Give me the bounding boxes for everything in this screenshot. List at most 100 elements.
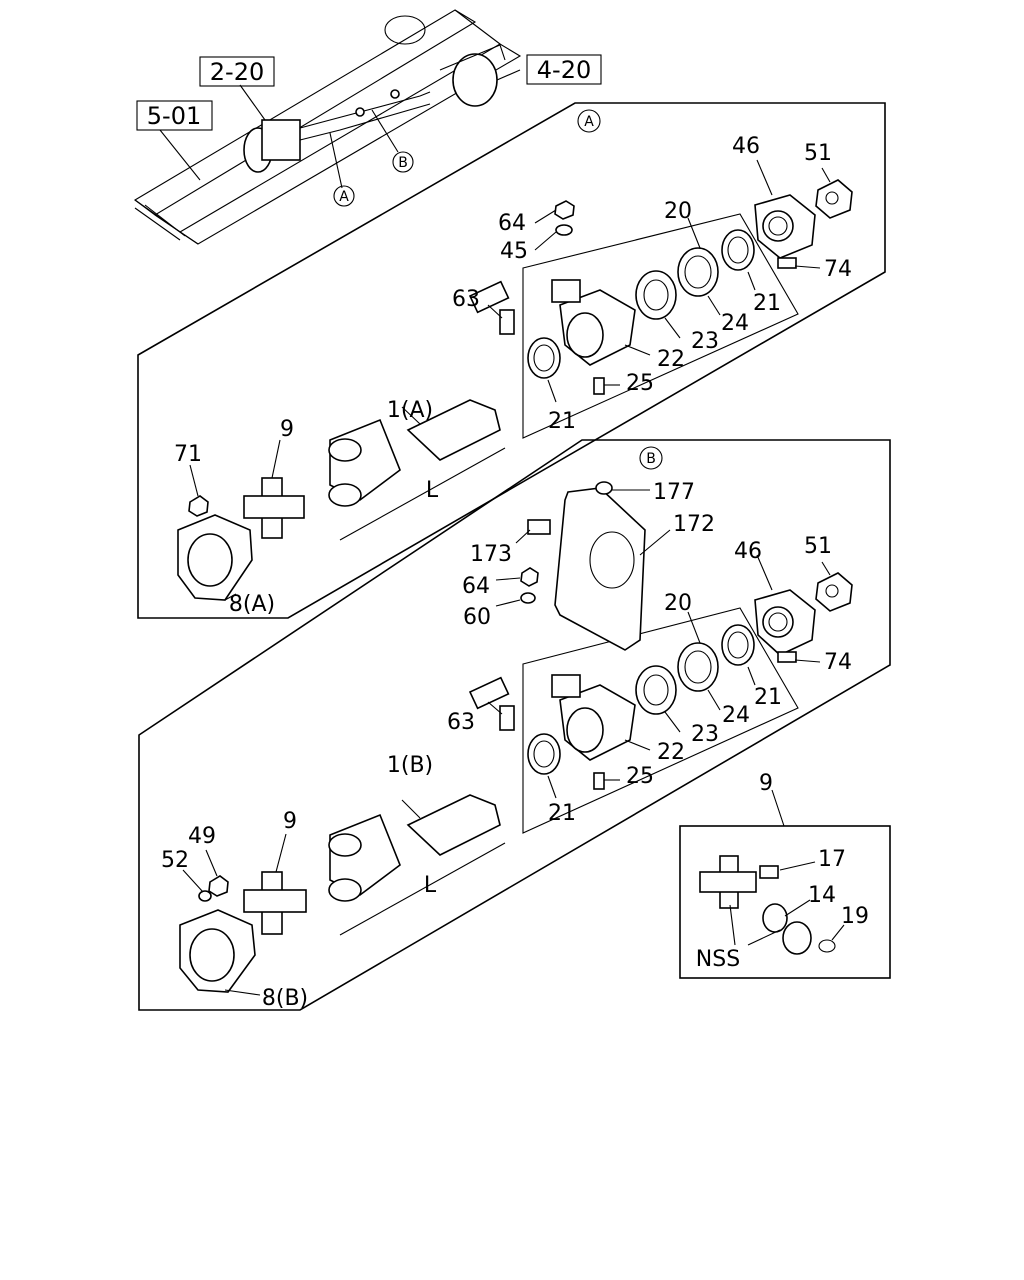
- panel-a-border: [137, 102, 886, 619]
- label-21-right-b: 21: [754, 685, 782, 710]
- nut-64-b[interactable]: [520, 567, 539, 587]
- label-74-b: 74: [824, 650, 852, 675]
- seal-14[interactable]: [762, 903, 788, 933]
- label-24-b: 24: [722, 703, 750, 728]
- ref-engine-box[interactable]: 2-20: [199, 56, 275, 87]
- marker-a-panel[interactable]: A: [577, 109, 601, 133]
- bolt-173[interactable]: [527, 519, 551, 535]
- label-23-b: 23: [691, 722, 719, 747]
- label-173: 173: [470, 542, 512, 567]
- marker-b-overview[interactable]: B: [392, 151, 414, 173]
- snap-ring-19[interactable]: [818, 939, 836, 953]
- label-25: 25: [626, 371, 654, 396]
- marker-b-panel[interactable]: B: [639, 446, 663, 470]
- washer-60[interactable]: [520, 592, 536, 604]
- inset-label-9: 9: [759, 771, 773, 796]
- universal-joint-9b[interactable]: [243, 871, 307, 935]
- flange-yoke-46[interactable]: [754, 194, 816, 259]
- bearing-cup[interactable]: [782, 921, 812, 955]
- washer-177[interactable]: [595, 481, 613, 495]
- label-25-b: 25: [626, 764, 654, 789]
- bearing-23[interactable]: [635, 270, 677, 320]
- bearing-23-b[interactable]: [635, 665, 677, 715]
- label-22-b: 22: [657, 740, 685, 765]
- label-L-a: L: [426, 478, 439, 503]
- label-8b: 8(B): [262, 986, 308, 1011]
- panel-a: A: [137, 102, 886, 619]
- nut-51-b[interactable]: [815, 572, 853, 612]
- grease-nipple-17[interactable]: [759, 865, 779, 879]
- inset-ujoint: 9 17 14 19 NSS: [679, 771, 891, 979]
- inset-label-17: 17: [818, 847, 846, 872]
- dimension-line-a: [339, 447, 506, 541]
- bearing-subbox-a: [522, 213, 799, 439]
- label-20-b: 20: [664, 591, 692, 616]
- dimension-line-b: [339, 842, 506, 936]
- bearing-subbox-b: [522, 607, 799, 834]
- propeller-shaft-1a[interactable]: [328, 280, 510, 507]
- bracket-172[interactable]: [554, 487, 646, 651]
- ref-frame-box[interactable]: 5-01: [136, 100, 213, 131]
- label-46: 46: [732, 134, 760, 159]
- chassis-overview: [134, 9, 522, 245]
- support-22-b[interactable]: [551, 674, 636, 761]
- flange-yoke-46-b[interactable]: [754, 589, 816, 656]
- seal-21-left-b[interactable]: [527, 733, 561, 775]
- nut-64[interactable]: [554, 200, 575, 220]
- inset-label-nss: NSS: [696, 947, 740, 972]
- label-177: 177: [653, 480, 695, 505]
- nut-51[interactable]: [815, 179, 853, 219]
- label-1a: 1(A): [387, 398, 433, 423]
- leaders-b: [182, 489, 831, 996]
- label-24: 24: [721, 311, 749, 336]
- label-51-b: 51: [804, 534, 832, 559]
- universal-joint-9a[interactable]: [243, 477, 305, 539]
- race-24-b[interactable]: [677, 642, 719, 692]
- label-172: 172: [673, 512, 715, 537]
- marker-b-text: B: [398, 155, 408, 171]
- bolt-74[interactable]: [777, 257, 797, 269]
- marker-a-overview[interactable]: A: [333, 185, 355, 207]
- marker-a-panel-text: A: [584, 114, 594, 130]
- grease-fitting-25[interactable]: [593, 377, 605, 395]
- label-60: 60: [463, 605, 491, 630]
- support-22[interactable]: [551, 279, 636, 366]
- seal-21-left[interactable]: [527, 337, 561, 379]
- bolt-63-b[interactable]: [499, 705, 515, 731]
- propeller-shaft-1b[interactable]: [328, 676, 510, 902]
- ref-engine-label: 2-20: [210, 58, 264, 86]
- washer-45[interactable]: [555, 224, 573, 236]
- seal-21-right-b[interactable]: [721, 624, 755, 666]
- label-74: 74: [824, 257, 852, 282]
- label-21-left: 21: [548, 409, 576, 434]
- label-64-b: 64: [462, 574, 490, 599]
- panel-b-border: [138, 439, 891, 1011]
- label-23: 23: [691, 329, 719, 354]
- panel-b: B: [138, 439, 891, 1011]
- race-24[interactable]: [677, 247, 719, 297]
- label-46-b: 46: [734, 539, 762, 564]
- label-1b: 1(B): [387, 753, 433, 778]
- ref-axle-box[interactable]: 4-20: [526, 54, 602, 85]
- label-63: 63: [452, 287, 480, 312]
- label-8a: 8(A): [229, 592, 275, 617]
- label-22: 22: [657, 347, 685, 372]
- label-20: 20: [664, 199, 692, 224]
- label-52: 52: [161, 848, 189, 873]
- bolt-74-b[interactable]: [777, 651, 797, 663]
- flange-yoke-8a[interactable]: [177, 514, 253, 601]
- bolt-63[interactable]: [499, 309, 515, 335]
- marker-a-text: A: [339, 189, 349, 205]
- label-63-b: 63: [447, 710, 475, 735]
- seal-21-right[interactable]: [721, 229, 755, 271]
- inset-cross-9[interactable]: [699, 855, 757, 909]
- nut-71[interactable]: [188, 495, 209, 517]
- grease-fitting-25-b[interactable]: [593, 772, 605, 790]
- inset-label-14: 14: [808, 883, 836, 908]
- flange-yoke-8b[interactable]: [179, 909, 256, 993]
- label-9: 9: [280, 417, 294, 442]
- washer-52[interactable]: [198, 890, 212, 902]
- label-71: 71: [174, 442, 202, 467]
- nut-49[interactable]: [208, 875, 229, 897]
